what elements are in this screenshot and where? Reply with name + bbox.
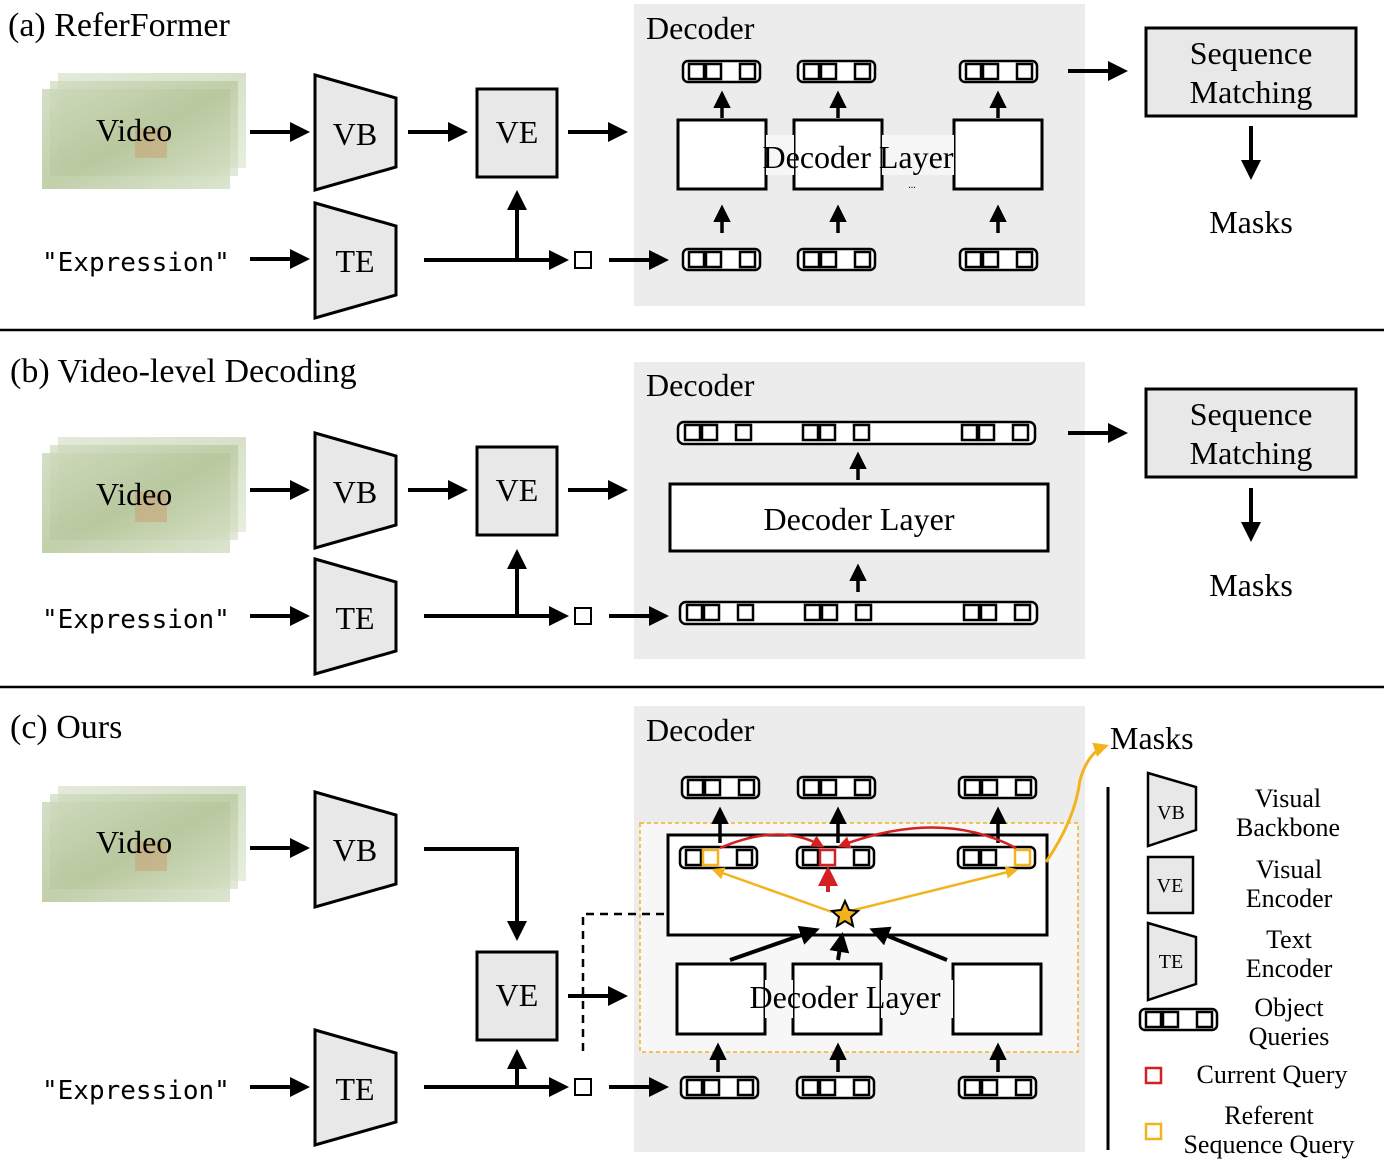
svg-text:Video: Video: [96, 476, 172, 512]
svg-text:"Expression": "Expression": [42, 605, 230, 635]
svg-text:VE: VE: [1157, 875, 1184, 897]
svg-text:VB: VB: [333, 832, 377, 868]
svg-text:...: ...: [908, 180, 916, 191]
ve-module: [475, 445, 559, 537]
svg-text:VB: VB: [333, 474, 377, 510]
object-queries-top: [681, 59, 1039, 84]
svg-text:Encoder: Encoder: [1246, 954, 1333, 983]
panel-c-title: (c) Ours: [10, 709, 122, 746]
svg-text:Visual: Visual: [1255, 784, 1321, 813]
video-frames: Video: [42, 73, 246, 189]
svg-text:Decoder Layer: Decoder Layer: [764, 501, 955, 537]
svg-text:Masks: Masks: [1110, 720, 1194, 756]
svg-text:TE: TE: [335, 600, 374, 636]
current-query-box: [818, 848, 837, 867]
legend-referent-query-icon: [1144, 1122, 1163, 1141]
te-module: [313, 1028, 398, 1147]
panel-b-title: (b) Video-level Decoding: [10, 353, 357, 390]
svg-text:Matching: Matching: [1190, 74, 1313, 110]
masks-label: Masks: [1209, 204, 1293, 240]
svg-text:Referent: Referent: [1224, 1101, 1314, 1130]
object-queries-top: [680, 775, 1038, 800]
legend-ve-icon: [1146, 855, 1195, 915]
sequence-matching-module: [1144, 387, 1358, 479]
legend-vb-icon: [1146, 771, 1198, 848]
object-queries-bottom: [679, 1075, 1038, 1100]
decoder-layer-box: [668, 482, 1050, 553]
aggregation-star-icon: [829, 898, 861, 929]
video-frames: Video: [42, 437, 246, 553]
svg-text:"Expression": "Expression": [42, 1076, 230, 1106]
vb-module: [313, 431, 398, 550]
object-queries-bottom: [681, 247, 1039, 272]
svg-text:Visual: Visual: [1256, 855, 1322, 884]
video-label: Video: [96, 112, 172, 148]
svg-text:Matching: Matching: [1190, 435, 1313, 471]
panel-c: (c) Ours Decoder Video "Expression" VB T…: [10, 706, 1194, 1152]
svg-text:Sequence Query: Sequence Query: [1183, 1130, 1354, 1159]
decoder-layer-label: Decoder Layer: [763, 139, 954, 175]
ve-module: [475, 87, 559, 179]
panel-a-title: (a) ReferFormer: [8, 7, 231, 44]
video-frames: Video: [42, 786, 246, 902]
vb-module: [313, 73, 398, 192]
svg-text:Queries: Queries: [1249, 1022, 1330, 1051]
object-queries-bottom: [678, 600, 1039, 626]
te-label: TE: [335, 243, 374, 279]
legend-te-icon: [1146, 921, 1198, 1002]
legend: VB Visual Backbone VE Visual Encoder TE …: [1106, 771, 1355, 1159]
te-module: [313, 557, 398, 676]
object-queries-top: [676, 420, 1037, 446]
object-queries-middle: [678, 845, 1037, 870]
svg-text:VB: VB: [1157, 802, 1185, 824]
te-module: [313, 201, 398, 320]
svg-text:Video: Video: [96, 824, 172, 860]
sequence-matching-module: [1144, 26, 1358, 118]
svg-text:Sequence: Sequence: [1190, 396, 1313, 432]
svg-text:TE: TE: [335, 1071, 374, 1107]
decoder-label: Decoder: [646, 10, 755, 46]
legend-current-query-icon: [1144, 1066, 1163, 1085]
svg-text:Decoder: Decoder: [646, 712, 755, 748]
svg-text:VE: VE: [496, 472, 539, 508]
svg-text:Sequence: Sequence: [1190, 35, 1313, 71]
svg-text:Masks: Masks: [1209, 567, 1293, 603]
svg-text:Decoder: Decoder: [646, 367, 755, 403]
legend-object-queries-icon: [1138, 1007, 1219, 1032]
ve-module: [475, 950, 559, 1042]
svg-text:Object: Object: [1254, 993, 1324, 1022]
svg-text:Decoder Layer: Decoder Layer: [750, 979, 941, 1015]
svg-text:Backbone: Backbone: [1236, 813, 1340, 842]
svg-text:VE: VE: [496, 977, 539, 1013]
svg-text:Text: Text: [1266, 925, 1313, 954]
svg-text:Current Query: Current Query: [1197, 1060, 1348, 1089]
ve-label: VE: [496, 114, 539, 150]
expression-label: "Expression": [42, 248, 230, 278]
panel-a: (a) ReferFormer Decoder Video "Expressio…: [8, 4, 1358, 320]
svg-text:Encoder: Encoder: [1246, 884, 1333, 913]
panel-b: (b) Video-level Decoding Decoder Video "…: [10, 353, 1358, 676]
vb-label: VB: [333, 116, 377, 152]
svg-text:TE: TE: [1159, 951, 1183, 973]
vb-module: [313, 790, 398, 909]
